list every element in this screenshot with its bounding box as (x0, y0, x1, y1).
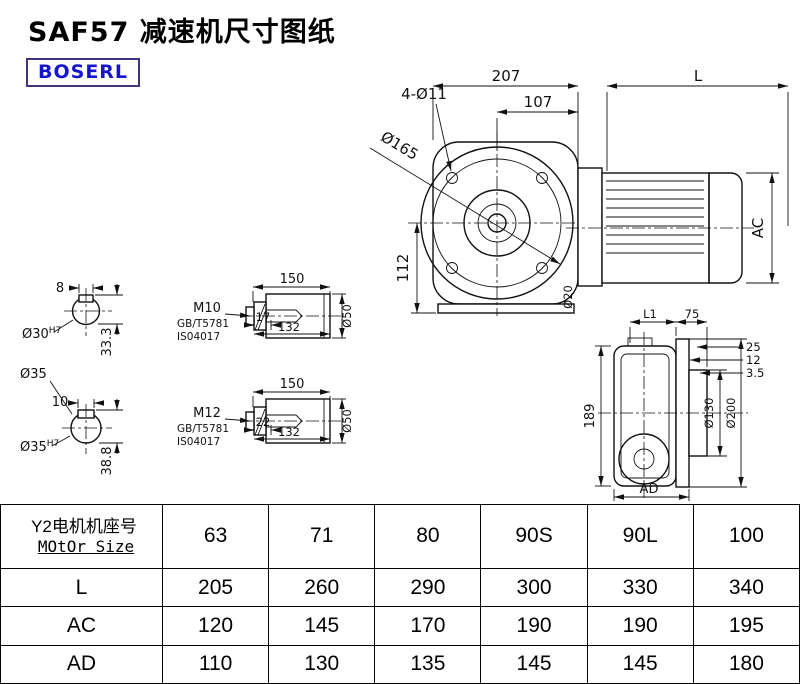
table-row-AD: AD 110 130 135 145 145 180 (0, 644, 800, 684)
flange-dia-label: Ø165 (378, 128, 422, 164)
dim-132b-label: 132 (278, 425, 300, 439)
table-cell: 135 (374, 644, 482, 684)
table-row-AC: AC 120 145 170 190 190 195 (0, 606, 800, 646)
motor-size-col: 63 (161, 504, 270, 569)
dim-75-label: 75 (685, 307, 700, 321)
std-gb-label: GB/T5781 (177, 318, 229, 330)
bolt-hole (446, 172, 458, 184)
dim-AC-label: AC (749, 218, 767, 238)
keyway-width-35-label: 10 (52, 395, 69, 410)
motor-size-header-cell: Y2电机机座号 MOtOr Size (0, 504, 163, 569)
dim-207-label: 207 (492, 67, 521, 85)
shaft-section-35: Ø35 10 Ø35H7 38.8 (20, 367, 123, 475)
shaft-section-30: 8 Ø30H7 33.3 (22, 281, 123, 356)
std-iso-b-label: IS04017 (177, 436, 220, 448)
motor-adapter (577, 167, 603, 287)
row-label: AC (0, 606, 163, 646)
dim-AD-label: AD (640, 482, 659, 497)
bore-35-dia: Ø35 (20, 440, 47, 455)
pilot-dia-label: Ø130 (702, 397, 716, 428)
shaft-dia-50b-label: Ø50 (340, 409, 354, 433)
dim-12-label: 12 (746, 353, 761, 367)
brand-logo: BOSERL (26, 58, 141, 87)
table-cell: 195 (692, 606, 800, 646)
table-cell: 330 (586, 567, 694, 608)
bolt-hole (536, 172, 548, 184)
dim-189-label: 189 (583, 404, 598, 429)
table-cell: 110 (161, 644, 270, 684)
table-cell: 145 (268, 606, 376, 646)
bore-35-label: Ø35H7 (20, 439, 59, 455)
table-cell: 260 (268, 567, 376, 608)
output-boss (618, 433, 670, 485)
input-shaft-dia-label: Ø20 (561, 285, 575, 309)
shaft-body-35 (265, 398, 331, 444)
motor-size-header-cn: Y2电机机座号 (31, 517, 137, 537)
dim-17-label: 17 (256, 310, 271, 324)
motor-size-header-en: MOtOr Size (37, 537, 135, 557)
keyway-width-30-label: 8 (56, 281, 64, 296)
bore-30-dia: Ø30 (22, 327, 49, 342)
side-housing (613, 345, 677, 487)
shaft-len-150-label: 150 (280, 272, 305, 287)
table-cell: 340 (692, 567, 800, 608)
dim-3-5-label: 3.5 (746, 366, 764, 380)
motor-size-col: 71 (268, 504, 376, 569)
shaft-profile-m12: 150 M12 GB/T5781 IS04017 22 132 Ø50 (177, 377, 354, 448)
bolt-holes-label: 4-Ø11 (401, 85, 447, 103)
table-cell: 170 (374, 606, 482, 646)
motor-size-col: 100 (692, 504, 800, 569)
table-cell: 180 (692, 644, 800, 684)
side-view: L1 75 25 12 3.5 189 Ø130 Ø200 AD (583, 307, 764, 501)
dim-25-label: 25 (746, 340, 761, 354)
dim-107-label: 107 (524, 93, 553, 111)
row-label: L (0, 567, 163, 608)
dim-L1-label: L1 (643, 307, 657, 321)
motor-fins (606, 180, 704, 254)
table-cell: 190 (586, 606, 694, 646)
bolt-hole (446, 262, 458, 274)
page-title: SAF57 减速机尺寸图纸 (28, 17, 336, 48)
shaft-profile-m10: 150 M10 GB/T5781 IS04017 17 132 Ø50 (177, 272, 354, 343)
table-cell: 190 (480, 606, 588, 646)
table-cell: 145 (586, 644, 694, 684)
bore-30-label: Ø30H7 (22, 326, 61, 342)
outer-dia-35-label: Ø35 (20, 367, 47, 382)
motor-fan-cowl (708, 172, 743, 284)
row-label: AD (0, 644, 163, 684)
std-iso-label: IS04017 (177, 331, 220, 343)
gearbox-foot (437, 303, 575, 314)
dim-L-label: L (694, 67, 703, 85)
bolt-hole (536, 262, 548, 274)
spec-table: Y2电机机座号 MOtOr Size 63 71 80 90S 90L 100 … (0, 504, 800, 684)
dim-112-label: 112 (394, 254, 412, 283)
dim-22-label: 22 (256, 415, 271, 429)
table-row-L: L 205 260 290 300 330 340 (0, 567, 800, 608)
thread-m12-label: M12 (193, 406, 221, 421)
bore-35-fit: H7 (47, 439, 60, 449)
front-view: 207 L 107 4-Ø11 Ø165 112 AC Ø20 (369, 67, 789, 316)
thread-m10-label: M10 (193, 301, 221, 316)
technical-drawing: 207 L 107 4-Ø11 Ø165 112 AC Ø20 (20, 67, 789, 501)
table-cell: 205 (161, 567, 270, 608)
table-cell: 145 (480, 644, 588, 684)
table-cell: 290 (374, 567, 482, 608)
shaft-dia-50-label: Ø50 (340, 304, 354, 328)
brand-text: BOSERL (38, 61, 129, 83)
shaft-len-150b-label: 150 (280, 377, 305, 392)
motor-size-col: 90S (480, 504, 588, 569)
motor-size-col: 80 (374, 504, 482, 569)
table-header-row: Y2电机机座号 MOtOr Size 63 71 80 90S 90L 100 (0, 504, 800, 569)
keyway-height-30-label: 33.3 (100, 328, 115, 357)
dim-132-label: 132 (278, 320, 300, 334)
std-gb-b-label: GB/T5781 (177, 423, 229, 435)
table-cell: 120 (161, 606, 270, 646)
flange-dia-200-label: Ø200 (724, 397, 738, 428)
keyway-height-35-label: 38.8 (100, 447, 115, 476)
table-cell: 130 (268, 644, 376, 684)
motor-size-col: 90L (586, 504, 694, 569)
table-cell: 300 (480, 567, 588, 608)
